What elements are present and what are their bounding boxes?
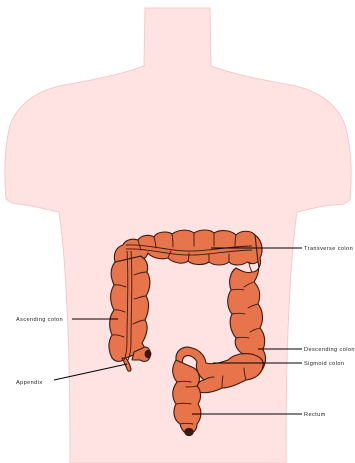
label-appendix: Appendix: [16, 380, 43, 386]
label-transverse-colon: Transverse colon: [304, 246, 353, 252]
label-ascending-colon: Ascending colon: [16, 317, 63, 323]
label-rectum: Rectum: [304, 412, 326, 418]
label-descending-colon: Descending colon: [304, 347, 355, 353]
label-sigmoid-colon: Sigmoid colon: [304, 361, 344, 367]
ileum-opening: [145, 350, 152, 358]
anal-opening: [185, 428, 193, 435]
